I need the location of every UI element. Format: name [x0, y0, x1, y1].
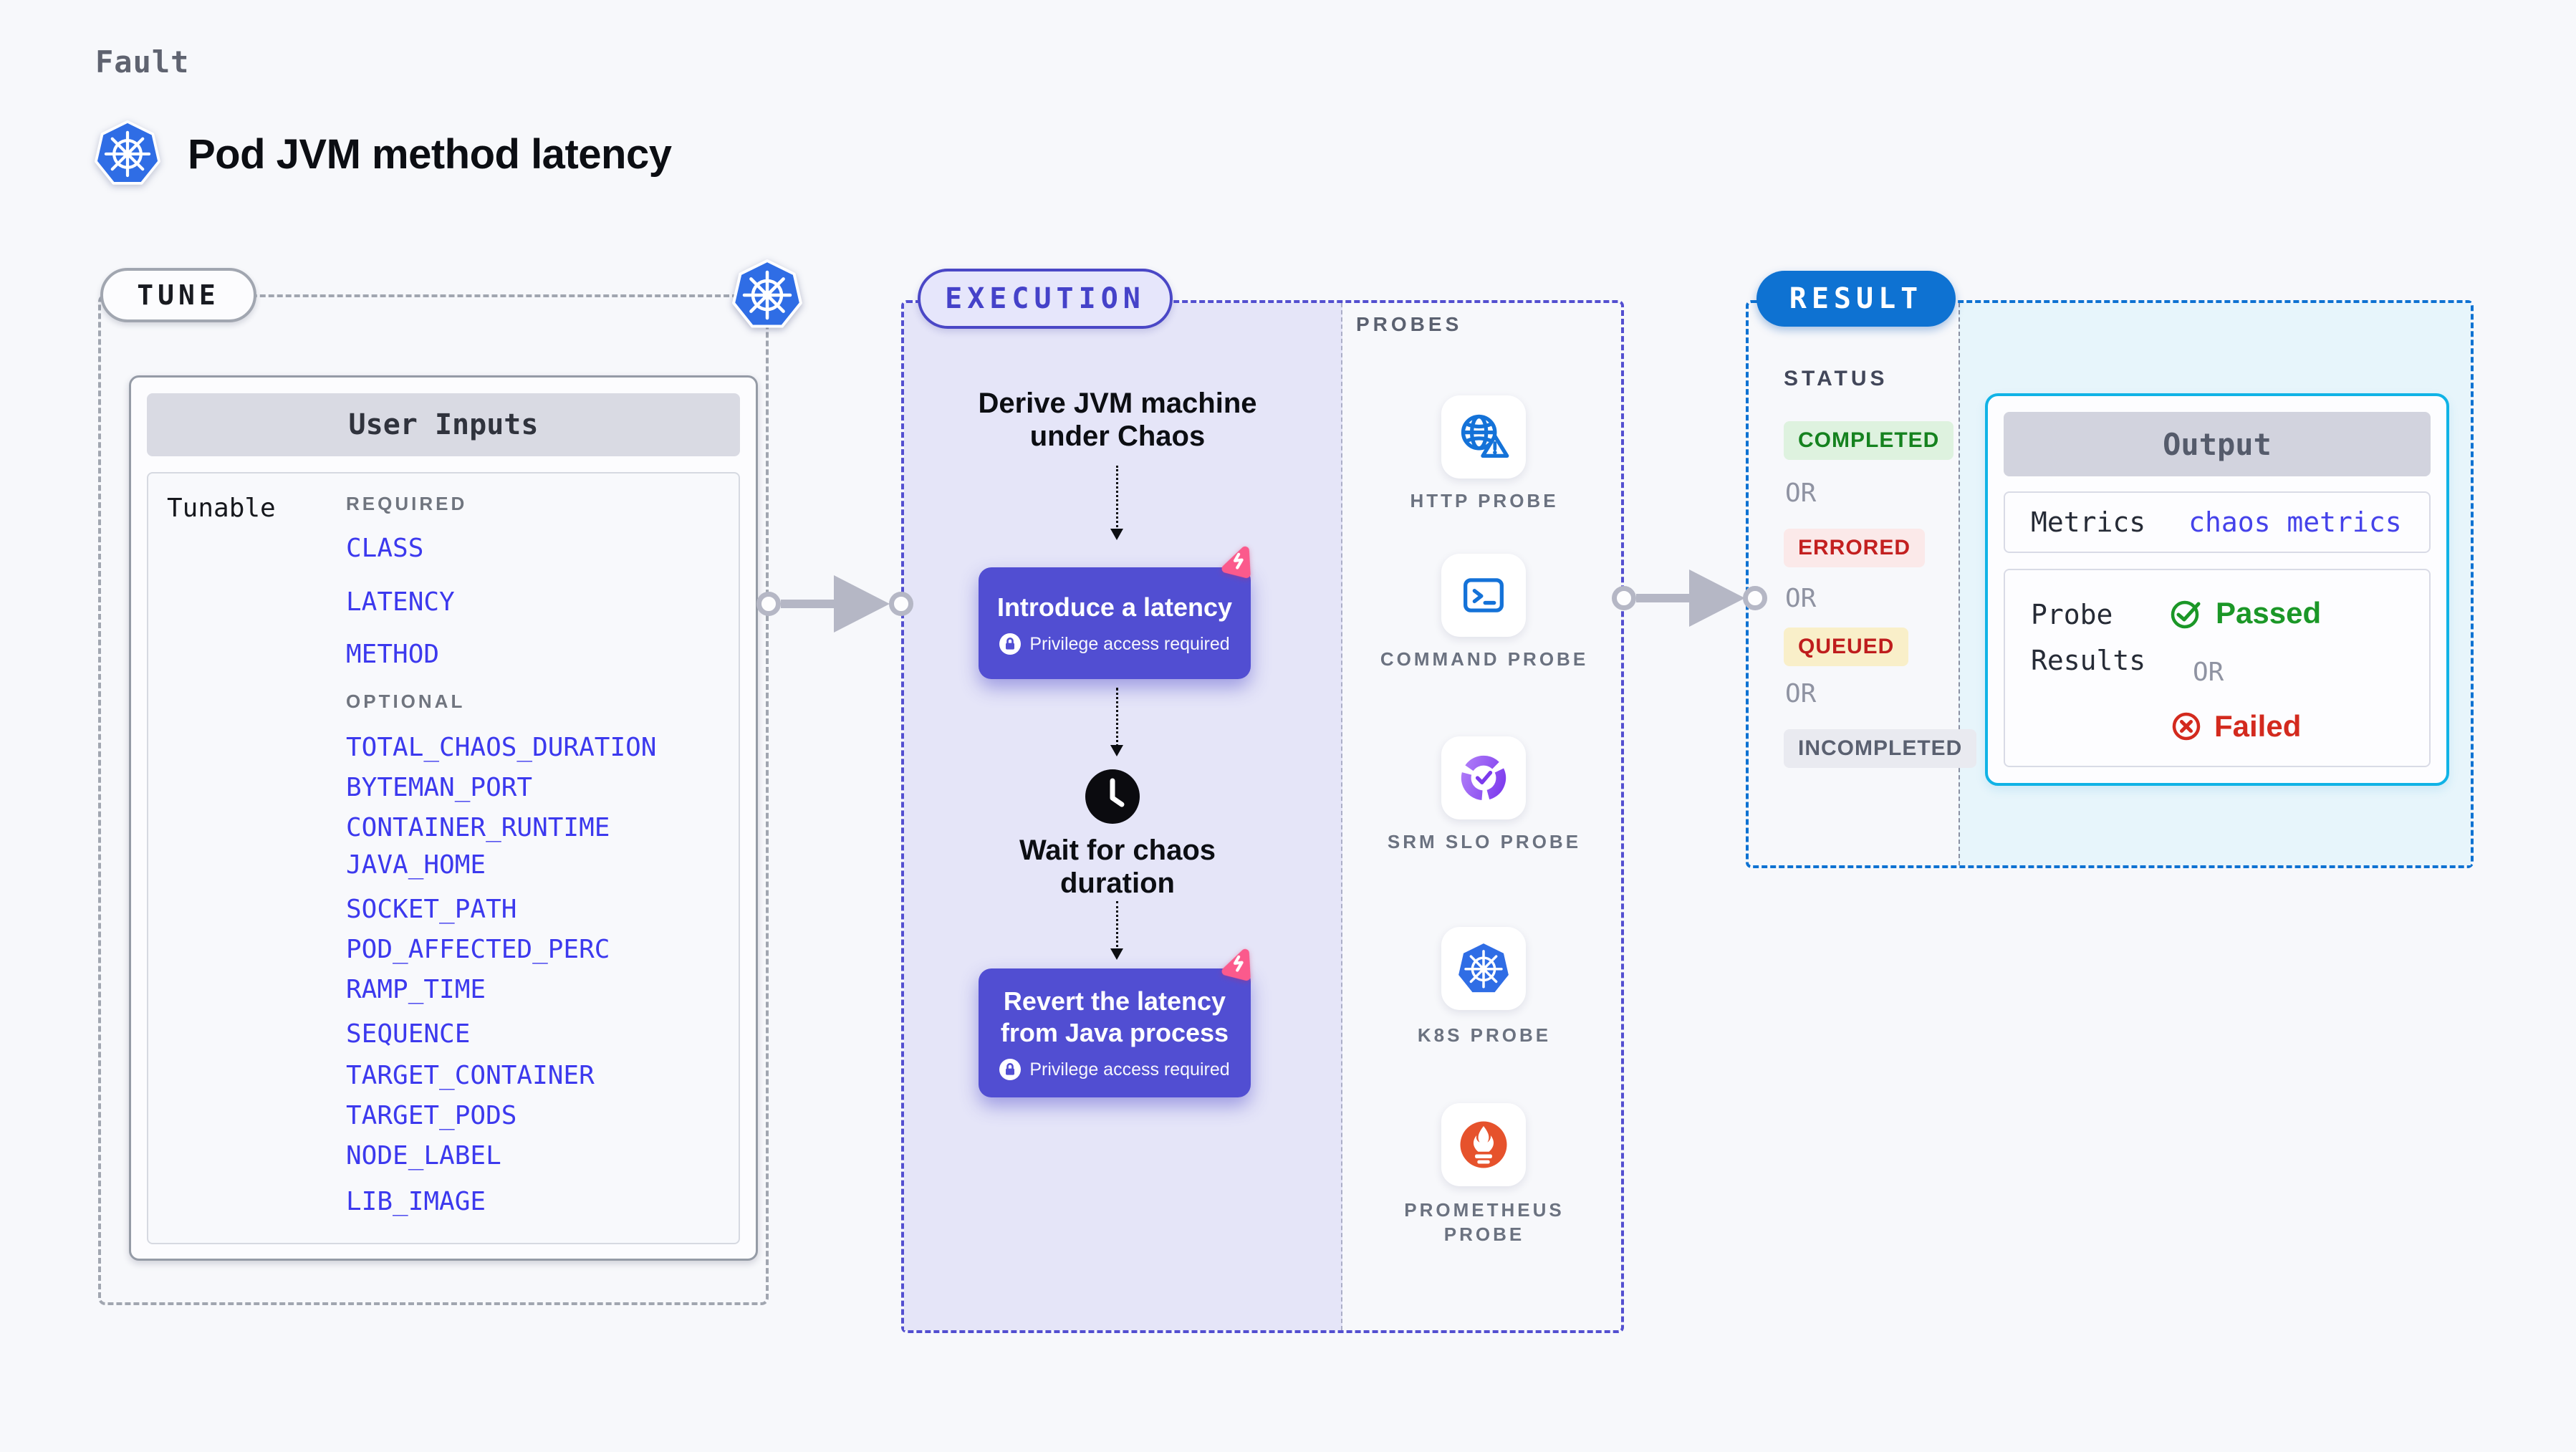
param-node-label[interactable]: NODE_LABEL [346, 1141, 501, 1170]
user-inputs-card: User Inputs Tunable REQUIRED CLASS LATEN… [129, 375, 758, 1261]
fault-kicker: Fault [95, 44, 190, 80]
introduce-latency-node[interactable]: Introduce a latency Privilege access req… [979, 567, 1251, 679]
metrics-label: Metrics [2031, 506, 2146, 538]
metrics-value: chaos metrics [2188, 506, 2402, 538]
status-heading: STATUS [1784, 367, 1888, 390]
page-title: Pod JVM method latency [188, 131, 672, 178]
tune-to-execution-connector [781, 600, 842, 608]
globe-warning-icon [1461, 414, 1509, 458]
param-pod-affected-perc[interactable]: POD_AFFECTED_PERC [346, 935, 610, 964]
k8s-probe-tile [1441, 927, 1526, 1010]
step-derive-label: Derive JVM machine under Chaos [978, 388, 1257, 452]
privilege-note: Privilege access required [1029, 633, 1230, 654]
clock-icon [1085, 769, 1140, 824]
status-badge-incompleted: INCOMPLETED [1784, 729, 1977, 768]
kubernetes-icon [731, 258, 803, 331]
param-ramp-time[interactable]: RAMP_TIME [346, 975, 486, 1004]
command-probe-tile [1441, 554, 1526, 637]
execution-to-result-connector [1636, 594, 1698, 602]
optional-heading: OPTIONAL [346, 691, 466, 712]
kubernetes-icon [94, 119, 161, 188]
x-circle-icon [2172, 712, 2201, 741]
param-total-chaos-duration[interactable]: TOTAL_CHAOS_DURATION [346, 733, 657, 762]
flow-arrow-down-icon [1110, 901, 1123, 960]
probe-passed-verdict: Passed [2170, 596, 2321, 630]
action-title: Introduce a latency [996, 592, 1233, 622]
slo-gauge-icon [1461, 755, 1506, 801]
output-card-header: Output [2004, 412, 2431, 476]
tune-section-pill: TUNE [100, 268, 256, 322]
param-sequence[interactable]: SEQUENCE [346, 1019, 471, 1049]
arrow-right-icon [1689, 569, 1745, 627]
http-probe-label: HTTP PROBE [1410, 490, 1559, 511]
param-latency[interactable]: LATENCY [346, 587, 455, 617]
lock-icon [999, 1059, 1022, 1080]
param-lib-image[interactable]: LIB_IMAGE [346, 1187, 486, 1216]
kubernetes-icon [1456, 941, 1512, 995]
status-badge-queued: QUEUED [1784, 628, 1909, 666]
param-target-container[interactable]: TARGET_CONTAINER [346, 1061, 595, 1090]
param-method[interactable]: METHOD [346, 640, 440, 669]
privilege-note: Privilege access required [1029, 1059, 1230, 1080]
flow-arrow-down-icon [1110, 466, 1123, 540]
passed-label: Passed [2216, 596, 2322, 630]
param-container-runtime[interactable]: CONTAINER_RUNTIME [346, 813, 610, 842]
output-card: Output Metrics chaos metrics Probe Resul… [1985, 393, 2449, 786]
k8s-probe-label: K8S PROBE [1417, 1024, 1552, 1046]
result-section-pill: RESULT [1756, 271, 1956, 327]
metrics-row: Metrics chaos metrics [2004, 491, 2431, 553]
flow-arrow-down-icon [1110, 688, 1123, 756]
command-probe-label: COMMAND PROBE [1380, 648, 1589, 670]
connector-dot [889, 592, 913, 616]
chaos-icon [1218, 543, 1256, 581]
arrow-right-icon [834, 575, 890, 633]
step-wait-label: Wait for chaos duration [1019, 835, 1216, 899]
connector-dot [1612, 586, 1636, 610]
connector-dot [756, 592, 781, 616]
probes-heading: PROBES [1356, 313, 1463, 335]
or-label: OR [1785, 584, 1817, 613]
param-class[interactable]: CLASS [346, 534, 424, 563]
tune-section-outline [98, 294, 769, 1305]
status-badge-errored: ERRORED [1784, 529, 1926, 567]
revert-latency-node[interactable]: Revert the latency from Java process Pri… [979, 968, 1251, 1097]
user-inputs-header: User Inputs [147, 393, 740, 456]
connector-dot [1743, 586, 1767, 610]
tunable-label: Tunable [167, 494, 276, 523]
http-probe-tile [1441, 395, 1526, 479]
probe-results-row: Probe Results Passed OR Failed [2004, 569, 2431, 767]
prometheus-probe-label: PROMETHEUS PROBE [1404, 1199, 1565, 1245]
param-socket-path[interactable]: SOCKET_PATH [346, 895, 517, 924]
lock-icon [999, 633, 1022, 655]
param-target-pods[interactable]: TARGET_PODS [346, 1101, 517, 1130]
or-label: OR [1785, 479, 1817, 508]
or-label: OR [2193, 658, 2224, 687]
srm-slo-probe-tile [1441, 736, 1526, 819]
srm-slo-probe-label: SRM SLO PROBE [1387, 831, 1582, 852]
status-badge-completed: COMPLETED [1784, 421, 1954, 460]
failed-label: Failed [2214, 709, 2302, 743]
prometheus-icon [1460, 1121, 1507, 1168]
required-heading: REQUIRED [346, 493, 468, 514]
param-byteman-port[interactable]: BYTEMAN_PORT [346, 773, 533, 802]
probe-failed-verdict: Failed [2170, 709, 2301, 744]
check-circle-icon [2171, 600, 2201, 629]
param-java-home[interactable]: JAVA_HOME [346, 850, 486, 880]
user-inputs-body: Tunable REQUIRED CLASS LATENCY METHOD OP… [147, 472, 740, 1244]
action-title: Revert the latency from Java process [1000, 986, 1229, 1047]
execution-section-pill: EXECUTION [918, 269, 1173, 329]
terminal-icon [1464, 578, 1504, 612]
probe-results-label: Probe Results [2031, 599, 2146, 676]
prometheus-probe-tile [1441, 1103, 1526, 1186]
or-label: OR [1785, 679, 1817, 708]
chaos-icon [1218, 946, 1256, 984]
